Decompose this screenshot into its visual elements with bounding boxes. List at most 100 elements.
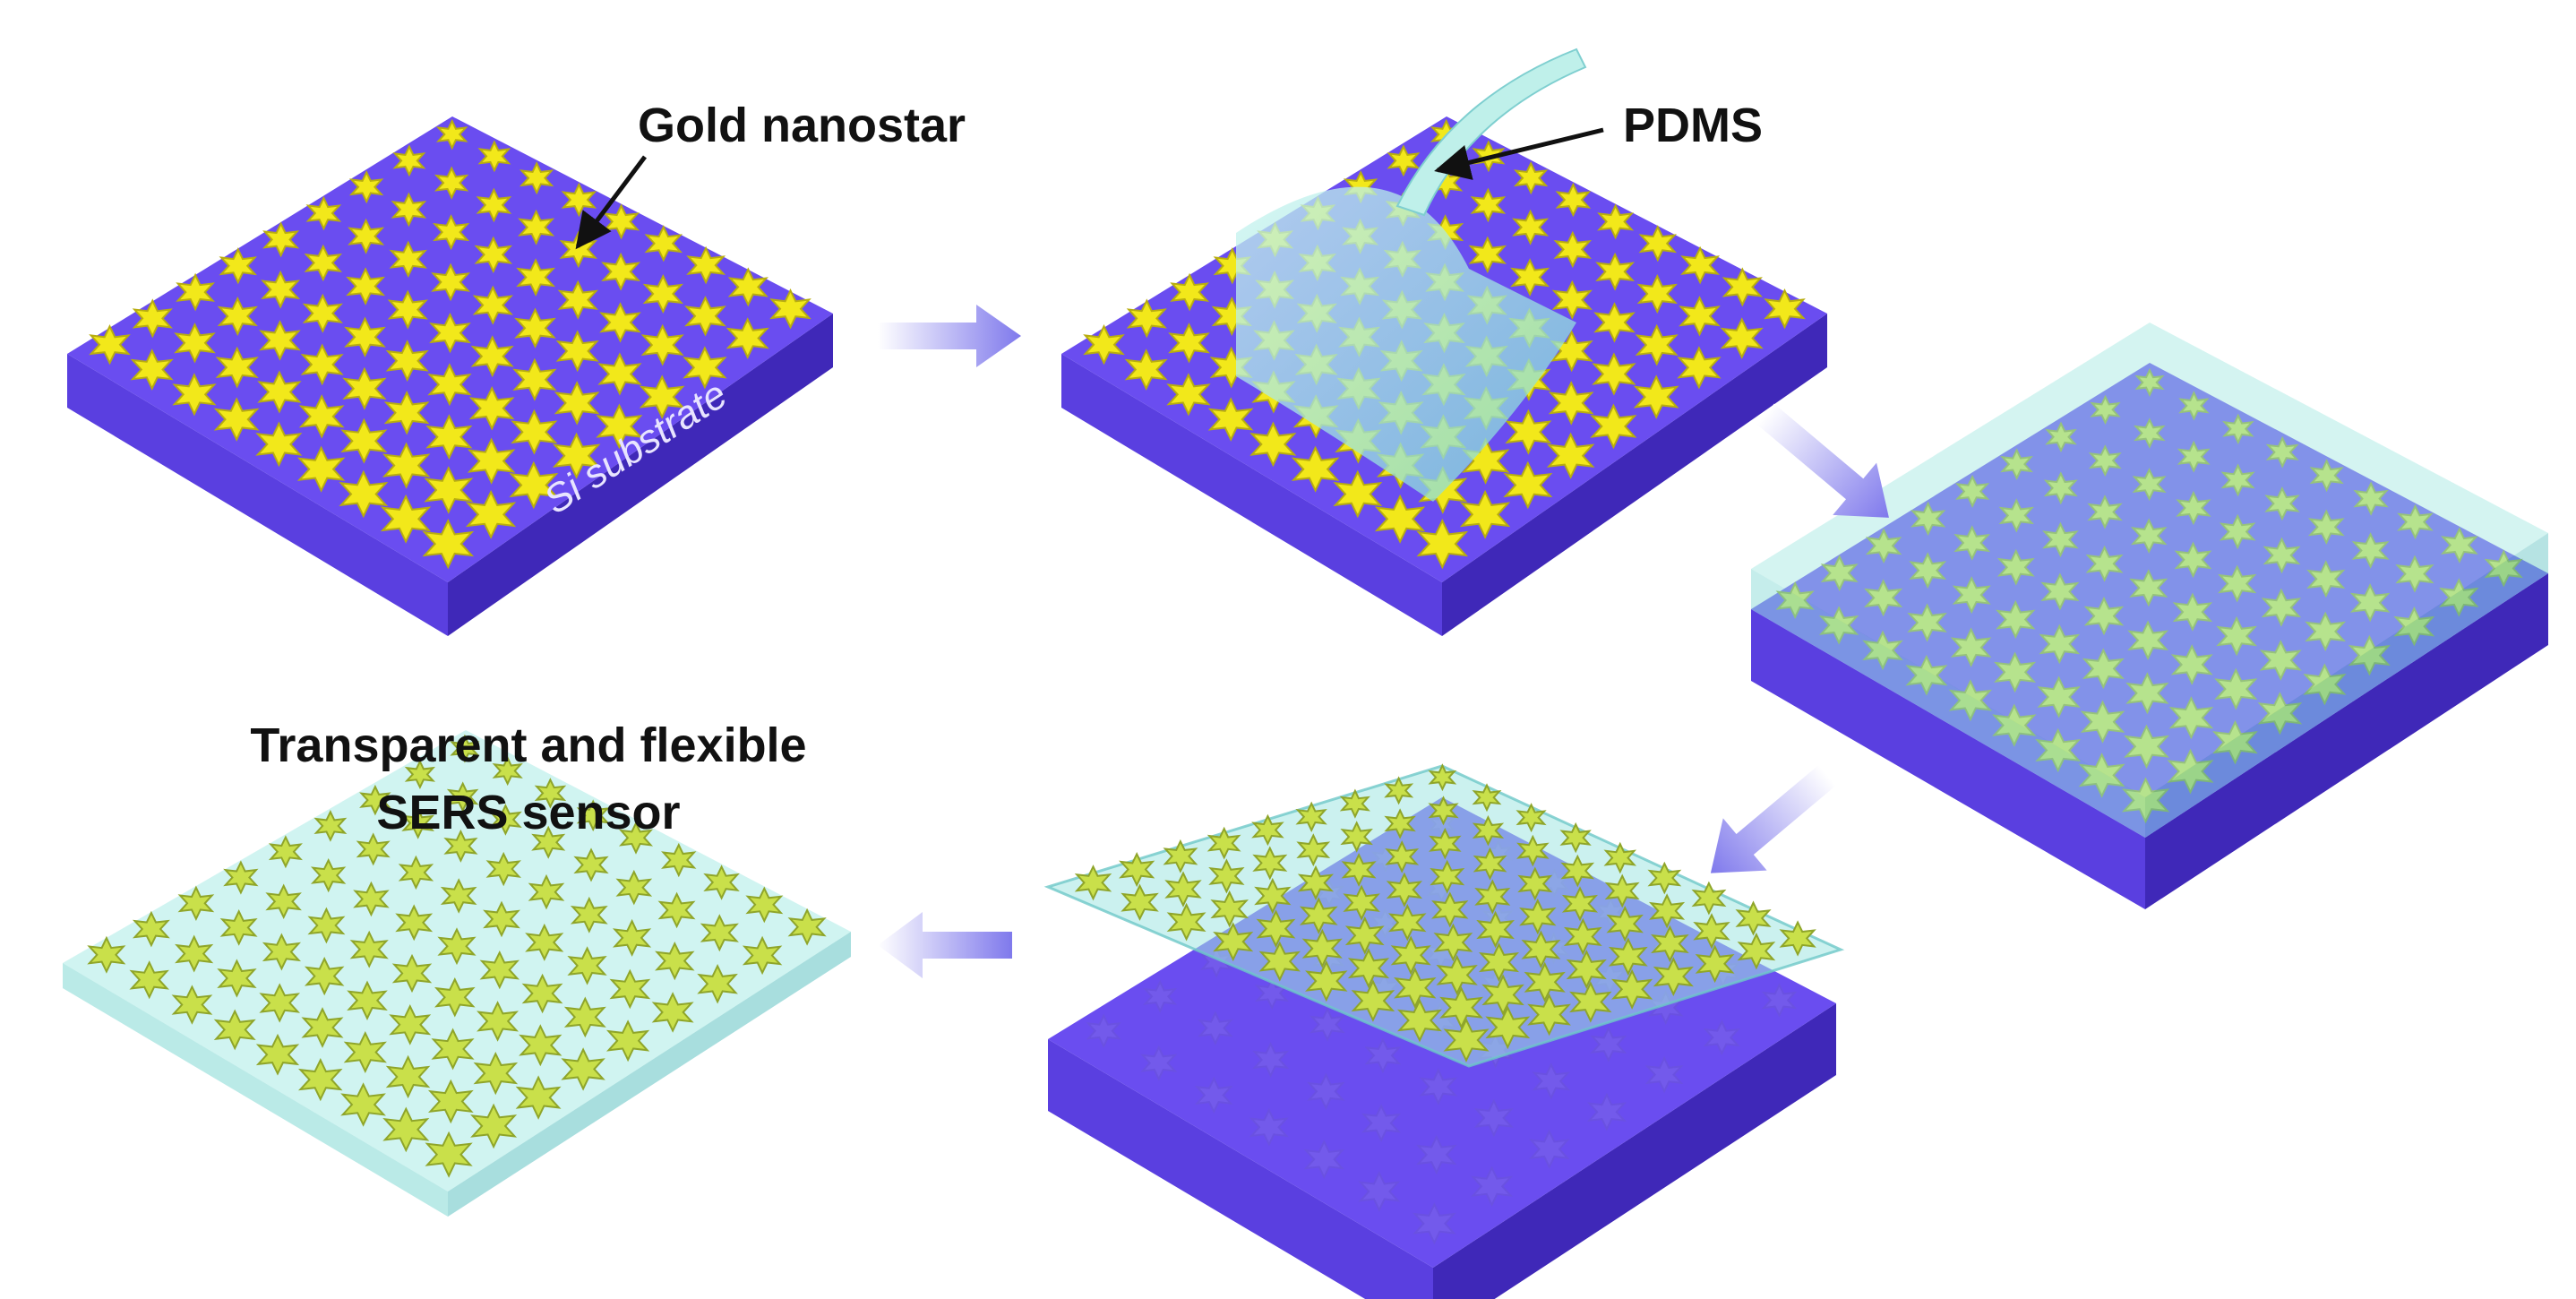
nanostar-icon	[1166, 373, 1211, 417]
nanostar-icon	[727, 267, 769, 307]
nanostar-icon	[2090, 394, 2121, 426]
nanostar-icon	[353, 881, 390, 917]
nanostar-icon	[2168, 696, 2214, 740]
nanostar-icon	[1387, 904, 1427, 942]
nanostar-icon	[425, 414, 473, 460]
flow-arrow-4	[878, 912, 1012, 978]
nanostar-icon	[172, 373, 217, 417]
nanostar-icon	[1351, 979, 1395, 1022]
nanostar-icon	[171, 985, 213, 1025]
nanostar-icon	[304, 244, 343, 282]
nanostar-icon	[519, 161, 554, 195]
nanostar-icon	[567, 946, 607, 985]
nanostar-icon	[340, 1082, 386, 1127]
sensor-nanostar-array	[87, 734, 827, 1178]
nanostar-icon	[346, 267, 386, 305]
nanostar-icon	[1126, 298, 1167, 339]
nanostar-icon	[2124, 724, 2169, 770]
nanostar-icon	[2397, 503, 2434, 540]
nanostar-icon	[213, 397, 260, 442]
nanostar-icon	[745, 886, 784, 924]
nanostar-icon	[1559, 822, 1592, 854]
nanostar-icon	[1207, 397, 1254, 442]
nanostar-icon	[1431, 891, 1469, 928]
nanostar-icon	[661, 842, 697, 878]
nanostar-icon	[219, 247, 258, 285]
nanostar-icon	[518, 209, 555, 245]
nanostar-icon	[528, 873, 565, 910]
nanostar-icon	[217, 959, 257, 998]
panel-pdms-coating	[1061, 47, 1827, 636]
nanostar-icon	[485, 851, 521, 887]
nanostar-icon	[1548, 381, 1594, 426]
nanostar-icon	[1722, 267, 1763, 307]
nanostar-icon	[1428, 796, 1459, 826]
nanostar-icon	[492, 755, 523, 787]
nanostar-icon	[1163, 839, 1198, 873]
nanostar-icon	[2045, 421, 2077, 452]
nanostar-icon	[434, 166, 469, 200]
nanostar-icon	[2309, 459, 2344, 493]
nanostar-icon	[2130, 518, 2168, 554]
nanostar-icon	[1865, 528, 1902, 563]
nanostar-icon	[1735, 900, 1772, 936]
nanostar-icon	[1390, 935, 1431, 976]
nanostar-icon	[1996, 548, 2035, 586]
nanostar-icon	[255, 421, 303, 468]
nanostar-icon	[443, 829, 478, 863]
nanostar-icon	[1651, 925, 1689, 963]
nanostar-icon	[1510, 258, 1550, 297]
nanostar-icon	[521, 973, 563, 1014]
nanostar-icon	[2129, 569, 2168, 607]
nanostar-icon	[401, 806, 435, 839]
nanostar-icon	[703, 865, 740, 900]
nanostar-icon	[434, 977, 476, 1018]
nanostar-icon	[2174, 541, 2212, 579]
panel-gold-on-substrate	[67, 116, 833, 636]
nanostar-icon	[1119, 852, 1155, 888]
nanostar-icon	[1677, 346, 1722, 390]
nanostar-icon	[1516, 834, 1550, 867]
nanostar-icon	[2305, 611, 2347, 652]
nanostar-icon	[259, 983, 301, 1023]
nanostar-icon	[1419, 1068, 1458, 1105]
nanostar-icon	[1364, 1037, 1402, 1074]
nanostar-icon	[398, 855, 434, 890]
nanostar-icon	[1198, 1011, 1233, 1045]
nanostar-icon	[612, 918, 652, 957]
nanostar-icon	[1301, 928, 1343, 968]
nanostar-icon	[339, 469, 389, 519]
nanostar-icon	[1644, 1055, 1684, 1094]
nanostar-icon	[618, 821, 654, 855]
nanostar-icon	[2177, 440, 2211, 473]
nanostar-icon	[1476, 910, 1515, 949]
nanostar-icon	[1703, 1019, 1740, 1056]
transferred-nanostar-array	[1074, 763, 1816, 1062]
nanostar-icon	[1430, 859, 1465, 894]
nanostar-icon	[2087, 495, 2123, 529]
nanostar-icon	[686, 245, 726, 285]
nanostar-icon	[347, 980, 388, 1021]
nanostar-icon	[1546, 432, 1595, 479]
nanostar-icon	[450, 734, 480, 763]
nanostar-icon	[2134, 367, 2165, 398]
nanostar-icon	[1258, 941, 1301, 982]
nanostar-icon	[1606, 906, 1644, 942]
nanostar-icon	[1635, 323, 1679, 366]
nanostar-icon	[1213, 922, 1254, 962]
nanostar-icon	[465, 489, 517, 539]
nanostar-icon	[437, 927, 477, 966]
nanostar-icon	[427, 1079, 474, 1124]
nanostar-icon	[1339, 788, 1370, 819]
nanostar-icon	[2176, 490, 2211, 526]
nanostar-icon	[435, 118, 468, 151]
nanostar-icon	[2265, 435, 2299, 469]
pdms-layer	[1751, 323, 2548, 838]
nanostar-icon	[2000, 448, 2033, 480]
nanostar-icon	[340, 417, 388, 464]
final-label-line2: SERS sensor	[376, 786, 680, 839]
nanostar-icon	[1910, 501, 1946, 536]
nanostar-icon	[2170, 644, 2213, 685]
nanostar-icon	[467, 437, 516, 485]
nanostar-icon	[2088, 444, 2122, 477]
